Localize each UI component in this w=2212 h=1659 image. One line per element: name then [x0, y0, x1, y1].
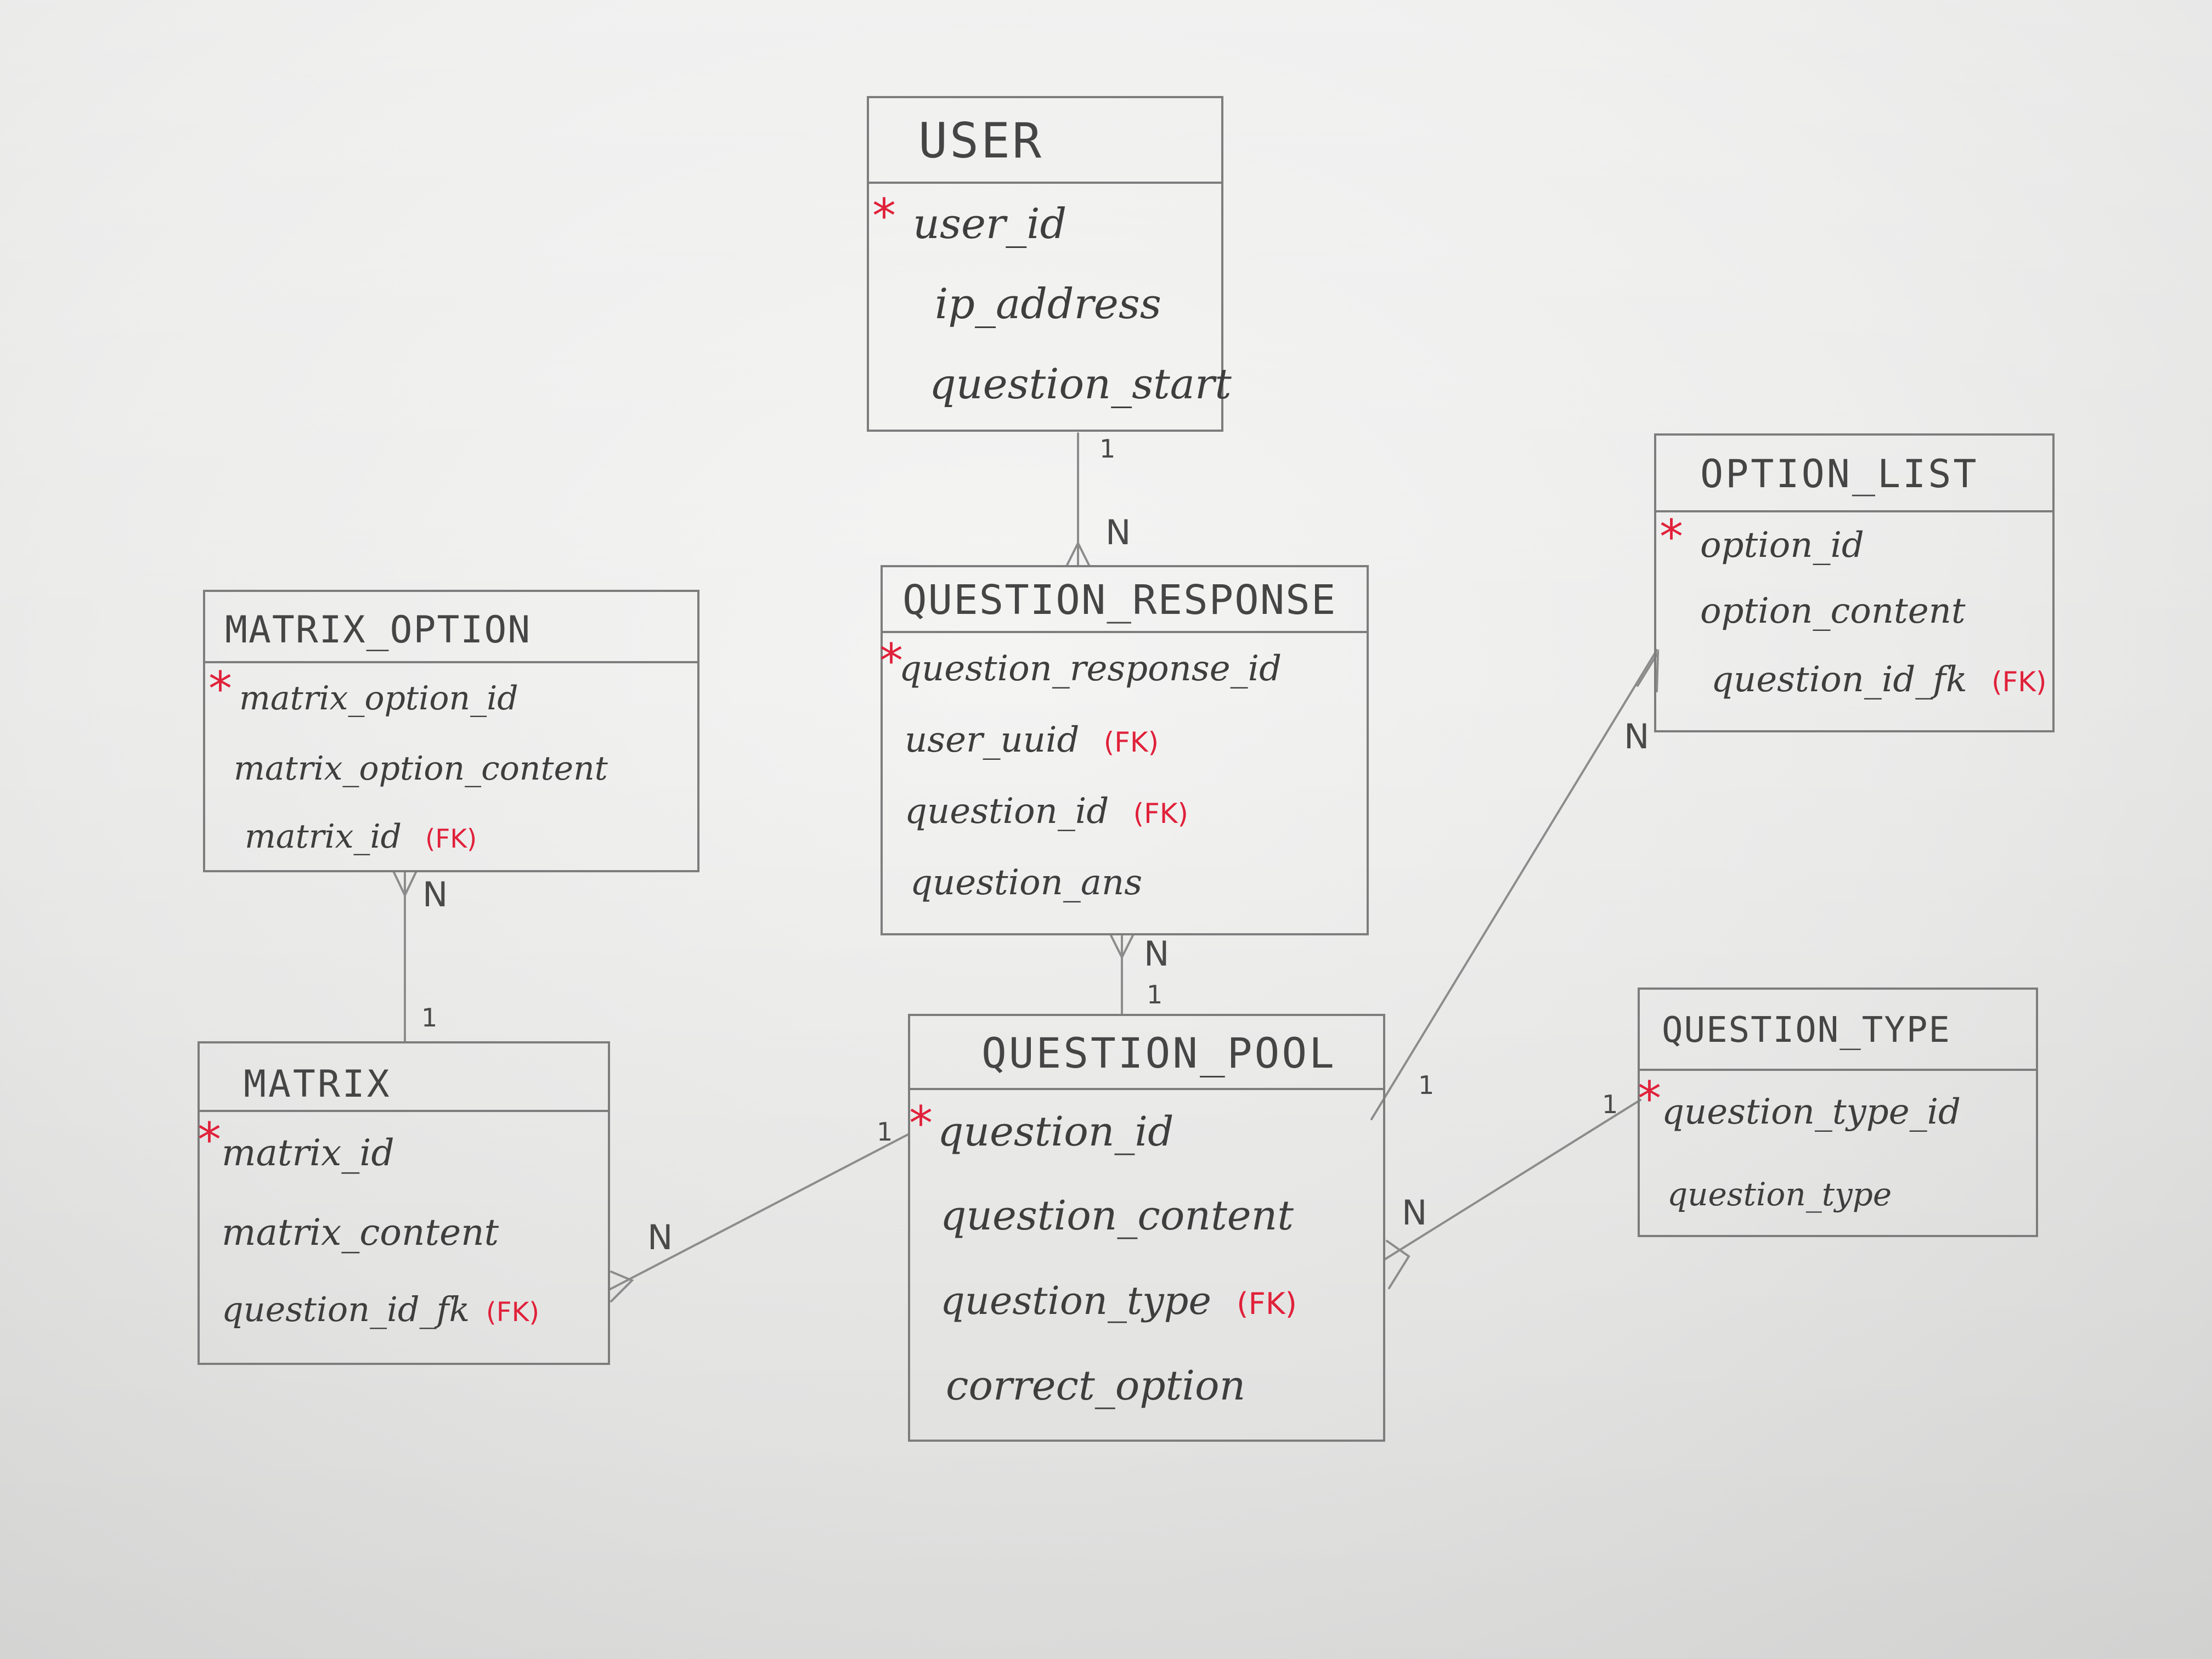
attr-question-id-fk: question_id_fk (FK)	[1656, 644, 2052, 715]
attr-user-uuid-label: user_uuid	[905, 720, 1080, 760]
primary-key-marker: *	[872, 189, 896, 244]
attr-matrix-id-label: matrix_id	[222, 1132, 394, 1174]
rel-matrix-question-pool	[609, 1133, 909, 1290]
cardinality-matrix-one: 1	[421, 1003, 438, 1032]
attr-option-content-label: option_content	[1700, 591, 1966, 631]
attr-question-start-label: question_start	[929, 359, 1232, 408]
attr-question-ans: question_ans	[883, 847, 1367, 918]
entity-option-list[interactable]: OPTION_LIST * option_id option_content q…	[1654, 433, 2055, 732]
attr-question-type-id-label: question_type_id	[1662, 1092, 1961, 1132]
attr-matrix-id-fk: matrix_id (FK)	[205, 804, 697, 870]
cardinality-option-list-many: N	[1624, 716, 1650, 757]
crowfoot-matrix-option-bottom	[393, 871, 417, 898]
entity-user-title: USER	[869, 98, 1221, 184]
cardinality-question-pool-right-many: N	[1402, 1193, 1427, 1233]
attr-question-type-name: question_type	[1640, 1153, 2036, 1235]
attr-matrix-content-label: matrix_content	[222, 1211, 499, 1254]
attr-option-content: option_content	[1656, 578, 2052, 644]
attr-question-ans-label: question_ans	[910, 862, 1143, 903]
foreign-key-marker: (FK)	[425, 825, 477, 854]
attr-matrix-question-id-fk-label: question_id_fk	[222, 1289, 470, 1329]
attr-pool-question-type: question_type (FK)	[910, 1259, 1383, 1344]
crowfoot-question-response-bottom	[1110, 934, 1134, 960]
primary-key-marker: *	[1638, 1071, 1661, 1126]
crowfoot-question-pool-right	[1386, 1240, 1410, 1289]
entity-option-list-title: OPTION_LIST	[1656, 436, 2052, 512]
entity-matrix-title: MATRIX	[200, 1043, 608, 1112]
primary-key-marker: *	[198, 1113, 221, 1167]
attr-pool-question-id-label: question_id	[938, 1108, 1174, 1155]
primary-key-marker: *	[909, 1096, 933, 1151]
attr-user-id-label: user_id	[913, 199, 1067, 248]
attr-matrix-id-fk-label: matrix_id	[245, 817, 402, 856]
attr-question-id: question_id (FK)	[883, 776, 1367, 847]
entity-question-type-title: QUESTION_TYPE	[1640, 990, 2036, 1071]
attr-question-type-name-label: question_type	[1667, 1176, 1892, 1213]
foreign-key-marker: (FK)	[1991, 666, 2047, 698]
entity-matrix-option[interactable]: MATRIX_OPTION * matrix_option_id matrix_…	[203, 590, 699, 872]
crowfoot-question-response-top	[1066, 540, 1090, 566]
attr-user-uuid: user_uuid (FK)	[883, 704, 1367, 776]
cardinality-matrix-many: N	[647, 1217, 673, 1257]
attr-matrix-option-id: * matrix_option_id	[205, 663, 697, 733]
attr-matrix-content: matrix_content	[200, 1194, 608, 1271]
foreign-key-marker: (FK)	[1103, 726, 1159, 758]
foreign-key-marker: (FK)	[1237, 1286, 1297, 1321]
primary-key-marker: *	[879, 634, 903, 689]
entity-question-pool[interactable]: QUESTION_POOL * question_id question_con…	[908, 1014, 1385, 1442]
entity-matrix[interactable]: MATRIX * matrix_id matrix_content questi…	[198, 1041, 610, 1365]
cardinality-matrix-option-many: N	[422, 874, 448, 915]
rel-question-pool-question-type	[1384, 1099, 1641, 1260]
primary-key-marker: *	[208, 662, 232, 716]
cardinality-question-response-bottom-many: N	[1144, 934, 1170, 974]
attr-matrix-option-content-label: matrix_option_content	[234, 749, 608, 788]
attr-matrix-question-id-fk: question_id_fk (FK)	[200, 1271, 608, 1348]
primary-key-marker: *	[1660, 510, 1683, 565]
attr-pool-question-id: * question_id	[909, 1090, 1383, 1173]
attr-question-content: question_content	[910, 1173, 1383, 1259]
attr-matrix-option-content: matrix_option_content	[205, 733, 697, 804]
attr-question-response-id-label: question_response_id	[899, 648, 1282, 689]
attr-question-type-id: * question_type_id	[1638, 1071, 2036, 1153]
entity-matrix-option-title: MATRIX_OPTION	[205, 592, 697, 663]
attr-question-content-label: question_content	[940, 1192, 1294, 1239]
entity-question-response[interactable]: QUESTION_RESPONSE * question_response_id…	[879, 565, 1369, 935]
attr-option-id-label: option_id	[1700, 525, 1864, 566]
attr-ip-address-label: ip_address	[935, 279, 1161, 328]
rel-question-pool-option-list	[1370, 649, 1658, 1120]
entity-question-pool-title: QUESTION_POOL	[910, 1016, 1383, 1090]
crowfoot-matrix-right	[610, 1271, 634, 1302]
attr-user-id: * user_id	[869, 184, 1221, 264]
crowfoot-option-list-left	[1637, 648, 1660, 692]
cardinality-question-type-one: 1	[1602, 1090, 1618, 1119]
attr-question-id-fk-label: question_id_fk	[1711, 659, 1967, 700]
attr-matrix-id: * matrix_id	[198, 1112, 608, 1194]
attr-matrix-option-id-label: matrix_option_id	[239, 679, 518, 718]
cardinality-question-pool-topright-one: 1	[1418, 1070, 1435, 1100]
cardinality-user-one: 1	[1099, 434, 1116, 464]
cardinality-question-pool-top-one: 1	[1147, 980, 1163, 1009]
attr-question-start: question_start	[869, 344, 1232, 424]
foreign-key-marker: (FK)	[1133, 798, 1188, 830]
cardinality-question-response-many: N	[1105, 512, 1131, 552]
attr-ip-address: ip_address	[869, 264, 1221, 344]
entity-question-type[interactable]: QUESTION_TYPE * question_type_id questio…	[1638, 988, 2038, 1237]
attr-pool-question-type-label: question_type	[940, 1278, 1211, 1323]
attr-question-response-id: * question_response_id	[879, 633, 1367, 704]
foreign-key-marker: (FK)	[486, 1297, 540, 1328]
attr-correct-option: correct_option	[910, 1344, 1383, 1429]
entity-question-response-title: QUESTION_RESPONSE	[883, 567, 1367, 633]
entity-user[interactable]: USER * user_id ip_address question_start	[867, 96, 1232, 432]
attr-option-id: * option_id	[1656, 512, 2052, 578]
cardinality-question-pool-left-one: 1	[877, 1117, 893, 1147]
attr-correct-option-label: correct_option	[946, 1362, 1246, 1409]
attr-question-id-label: question_id	[905, 791, 1109, 832]
